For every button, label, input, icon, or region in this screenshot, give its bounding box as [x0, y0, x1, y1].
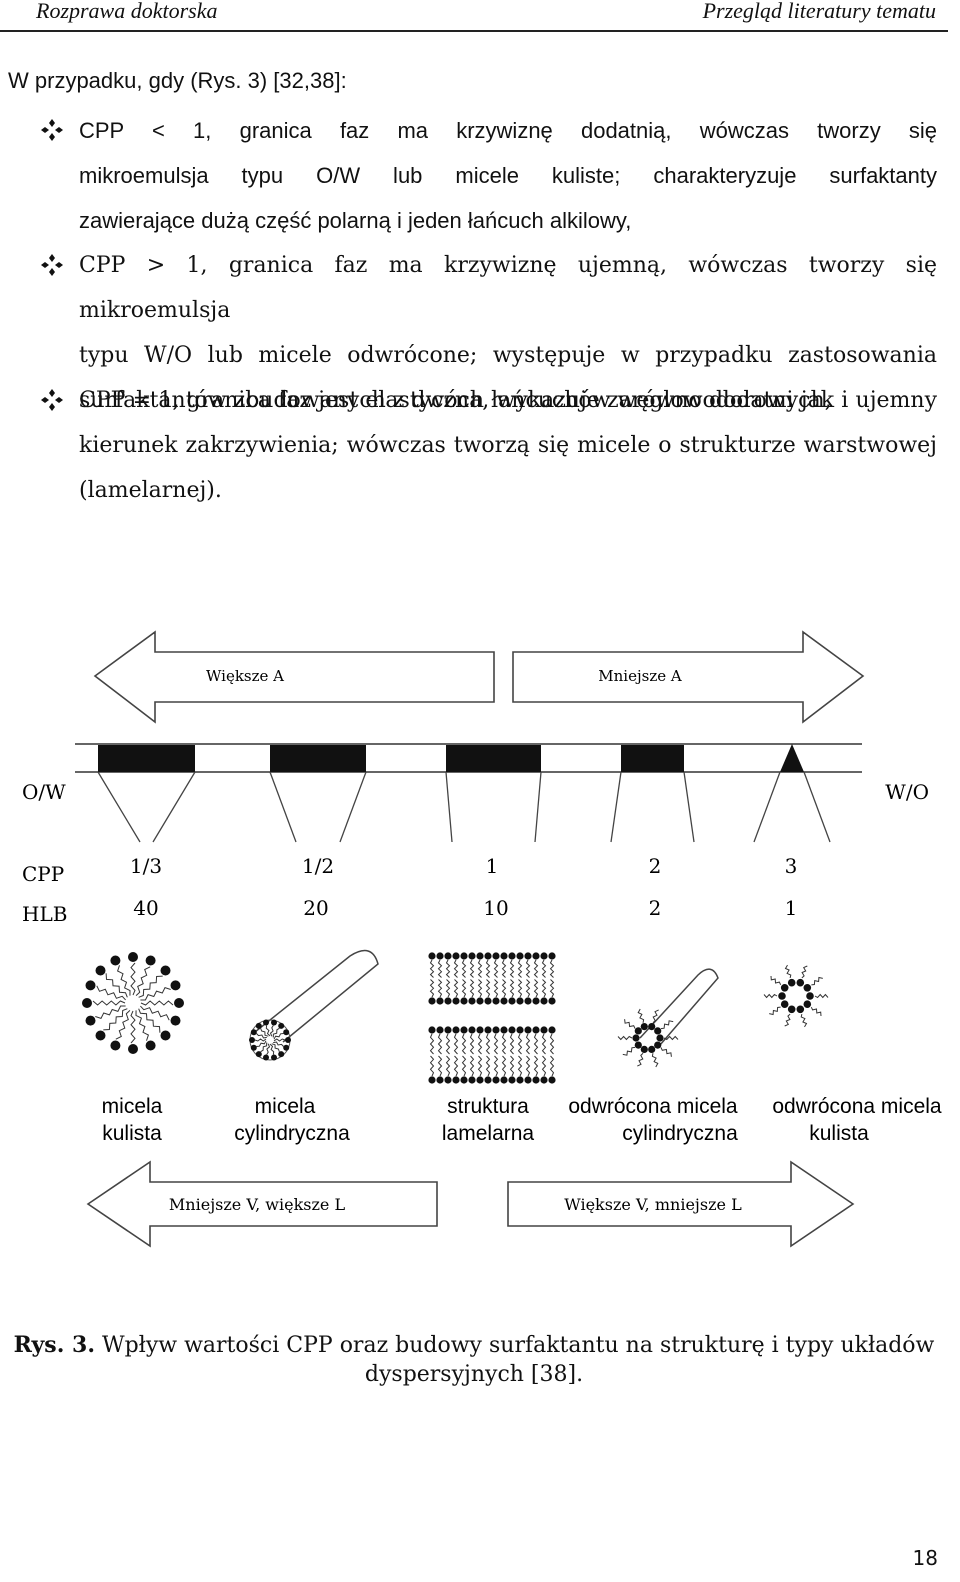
structure-label: cylindryczna — [622, 1122, 738, 1145]
hlb-value: 40 — [133, 896, 158, 920]
bullet-line: surfaktantów zbudowanych z dwóch łańcuch… — [79, 388, 832, 413]
band-block-1 — [98, 745, 195, 772]
bullet-text: CPP < 1, granica faz ma krzywiznę dodatn… — [79, 108, 937, 243]
cpp-value: 3 — [785, 854, 798, 878]
structure-label: micela — [102, 1095, 163, 1118]
bullet-line: CPP = 1, granica faz jest elastyczna, wy… — [79, 388, 937, 413]
arrow-label-larger-v: Większe V, mniejsze L — [564, 1195, 742, 1214]
bullet-line: typu W/O lub micele odwrócone; występuje… — [79, 343, 937, 368]
structure-label: struktura — [447, 1095, 529, 1118]
intro-sentence: W przypadku, gdy (Rys. 3) [32,38]: — [8, 68, 347, 93]
page-number: 18 — [912, 1546, 938, 1570]
arrow-right-smaller-a — [512, 630, 865, 724]
hlb-value: 10 — [483, 896, 508, 920]
bullet-line: zawierające dużą część polarną i jeden ł… — [79, 208, 632, 233]
funnel-lines — [97, 771, 831, 843]
hlb-values: 40 20 10 2 1 — [133, 896, 797, 920]
spherical-micelle-drawing — [82, 952, 184, 1054]
band-block-3 — [446, 745, 541, 772]
structure-label: kulista — [102, 1122, 162, 1145]
structure-label: lamelarna — [442, 1122, 535, 1145]
bullet-text: CPP = 1, granica faz jest elastyczna, wy… — [79, 378, 937, 513]
running-header-left: Rozprawa doktorska — [36, 0, 218, 23]
diamond-bullet-icon — [41, 389, 63, 411]
bullet-text: CPP > 1, granica faz ma krzywiznę ujemną… — [79, 243, 937, 423]
cpp-values: 1/3 1/2 1 2 3 — [130, 854, 797, 878]
arrow-left-smaller-v — [86, 1160, 438, 1248]
header-rule — [0, 30, 948, 32]
bullet-line: kierunek zakrzywienia; wówczas tworzą si… — [79, 433, 937, 458]
label-o-w: O/W — [22, 780, 66, 804]
inverse-cylindrical-micelle-drawing — [617, 968, 719, 1068]
cylindrical-micelle-drawing — [249, 949, 379, 1061]
running-header-right: Przegląd literatury tematu — [702, 0, 936, 23]
hlb-value: 20 — [303, 896, 328, 920]
band-triangle — [780, 744, 804, 772]
arrow-label-larger-a: Większe A — [206, 667, 284, 685]
cpp-value: 1 — [486, 854, 499, 878]
hlb-label: HLB — [22, 902, 67, 926]
arrow-label-smaller-v: Mniejsze V, większe L — [169, 1195, 346, 1214]
bullet-line: (lamelarnej). — [79, 478, 222, 503]
lamellar-structure-drawing — [428, 952, 556, 1084]
structure-label: micela — [255, 1095, 316, 1118]
structure-label: kulista — [809, 1122, 869, 1145]
figure-caption-line2: dyspersyjnych [38]. — [364, 1362, 584, 1387]
cpp-structure-diagram: Większe A Mniejsze A O/W W/O CPP HLB 1/3… — [22, 630, 942, 1248]
bullet-line: CPP > 1, granica faz ma krzywiznę ujemną… — [79, 253, 937, 323]
hlb-value: 1 — [785, 896, 798, 920]
band-block-2 — [270, 745, 366, 772]
label-w-o: W/O — [885, 780, 929, 804]
structure-label: odwrócona micela — [568, 1095, 738, 1118]
hlb-value: 2 — [649, 896, 662, 920]
inverse-spherical-micelle-drawing — [763, 964, 829, 1028]
arrow-left-larger-a — [93, 630, 495, 724]
figure-caption: Rys. 3. Wpływ wartości CPP oraz budowy s… — [0, 1330, 948, 1361]
caption-text-line1: Wpływ wartości CPP oraz budowy surfaktan… — [101, 1333, 935, 1358]
cpp-value: 2 — [649, 854, 662, 878]
caption-label: Rys. 3. — [13, 1332, 95, 1358]
arrow-right-larger-v — [507, 1160, 855, 1248]
arrow-label-smaller-a: Mniejsze A — [598, 667, 682, 685]
cpp-label: CPP — [22, 862, 64, 886]
cpp-value: 1/3 — [130, 854, 162, 878]
bullet-line: mikroemulsja typu O/W lub micele kuliste… — [79, 163, 937, 188]
diamond-bullet-icon — [41, 119, 63, 141]
cpp-value: 1/2 — [302, 854, 334, 878]
bullet-line: CPP < 1, granica faz ma krzywiznę dodatn… — [79, 118, 937, 143]
diamond-bullet-icon — [41, 254, 63, 276]
structure-label: cylindryczna — [234, 1122, 350, 1145]
band-block-4 — [621, 745, 684, 772]
structure-label: odwrócona micela — [772, 1095, 942, 1118]
